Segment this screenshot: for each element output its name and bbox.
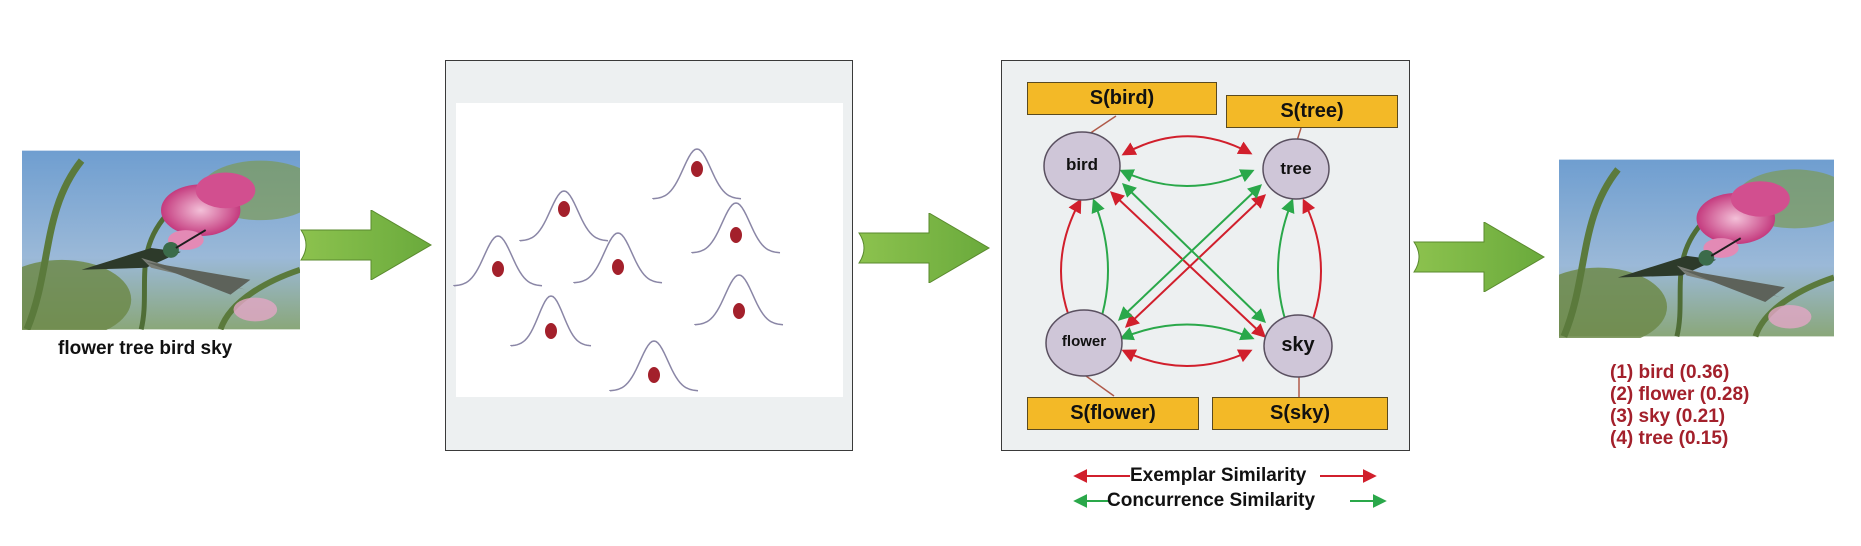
gaussian-curve (691, 202, 781, 254)
score-label-bird: S(bird) (1027, 82, 1217, 115)
legend-exemplar-arrow (1073, 469, 1377, 483)
concurrence-arrow-flower-sky (1119, 323, 1255, 341)
legend-concurrence-arrow (1073, 494, 1387, 508)
node-label-tree: tree (1280, 159, 1312, 178)
node-label-sky: sky (1281, 334, 1315, 356)
gaussian-sample-dot (492, 261, 504, 277)
flow-arrow-2 (858, 213, 990, 283)
similarity-graph (1043, 115, 1333, 397)
gaussian-curve (694, 274, 784, 326)
score-label-flower: S(flower) (1027, 397, 1199, 430)
gaussian-curve (573, 232, 663, 284)
exemplar-arrow-flower-sky (1121, 349, 1253, 367)
connector-flower (1085, 375, 1115, 397)
distribution-panel (445, 60, 853, 451)
node-label-bird: bird (1065, 155, 1099, 174)
ranked-item-3: (3) sky (0.21) (1610, 406, 1726, 427)
node-label-flower: flower (1061, 333, 1107, 350)
gaussian-curve (519, 190, 609, 242)
gaussian-sample-dot (691, 161, 703, 177)
gaussian-plots (453, 148, 784, 392)
legend-concurrence-label: Concurrence Similarity (1107, 490, 1316, 511)
node-sky (1263, 314, 1333, 378)
gaussian-sample-dot (612, 259, 624, 275)
exemplar-arrow-bird-sky (1109, 191, 1267, 338)
gaussian-curve (453, 235, 543, 287)
gaussian-sample-dot (730, 227, 742, 243)
concurrence-arrow-tree-flower (1117, 184, 1263, 321)
ranked-item-4: (4) tree (0.15) (1610, 428, 1729, 449)
exemplar-arrow-bird-tree (1121, 135, 1253, 156)
ranked-item-1: (1) bird (0.36) (1610, 362, 1730, 383)
node-tree (1262, 138, 1330, 200)
gaussian-sample-dot (545, 323, 557, 339)
flow-arrow-1 (300, 210, 432, 280)
distribution-area (456, 103, 843, 397)
gaussian-curve (652, 148, 742, 200)
output-photo (1559, 158, 1834, 338)
concurrence-arrow-bird-tree (1119, 169, 1255, 187)
gaussian-curve (510, 295, 592, 347)
node-flower (1045, 309, 1123, 377)
ranked-item-2: (2) flower (0.28) (1610, 384, 1750, 405)
graph-panel: bird tree flower sky S(bird) S(tree) S(f… (1001, 60, 1410, 451)
exemplar-arrow-tree-flower (1124, 194, 1267, 328)
legend-exemplar-label: Exemplar Similarity (1130, 465, 1307, 486)
concurrence-arrow-bird-sky (1121, 183, 1267, 323)
gaussian-sample-dot (558, 201, 570, 217)
score-label-tree: S(tree) (1226, 95, 1398, 128)
score-label-sky: S(sky) (1212, 397, 1388, 430)
gaussian-sample-dot (733, 303, 745, 319)
ranked-labels: (1) bird (0.36) (2) flower (0.28) (3) sk… (1610, 362, 1749, 450)
input-photo (22, 150, 300, 330)
gaussian-curve (609, 340, 699, 392)
gaussian-sample-dot (648, 367, 660, 383)
node-bird (1043, 131, 1121, 201)
input-caption: flower tree bird sky (58, 338, 233, 359)
flow-arrow-3 (1413, 222, 1545, 292)
